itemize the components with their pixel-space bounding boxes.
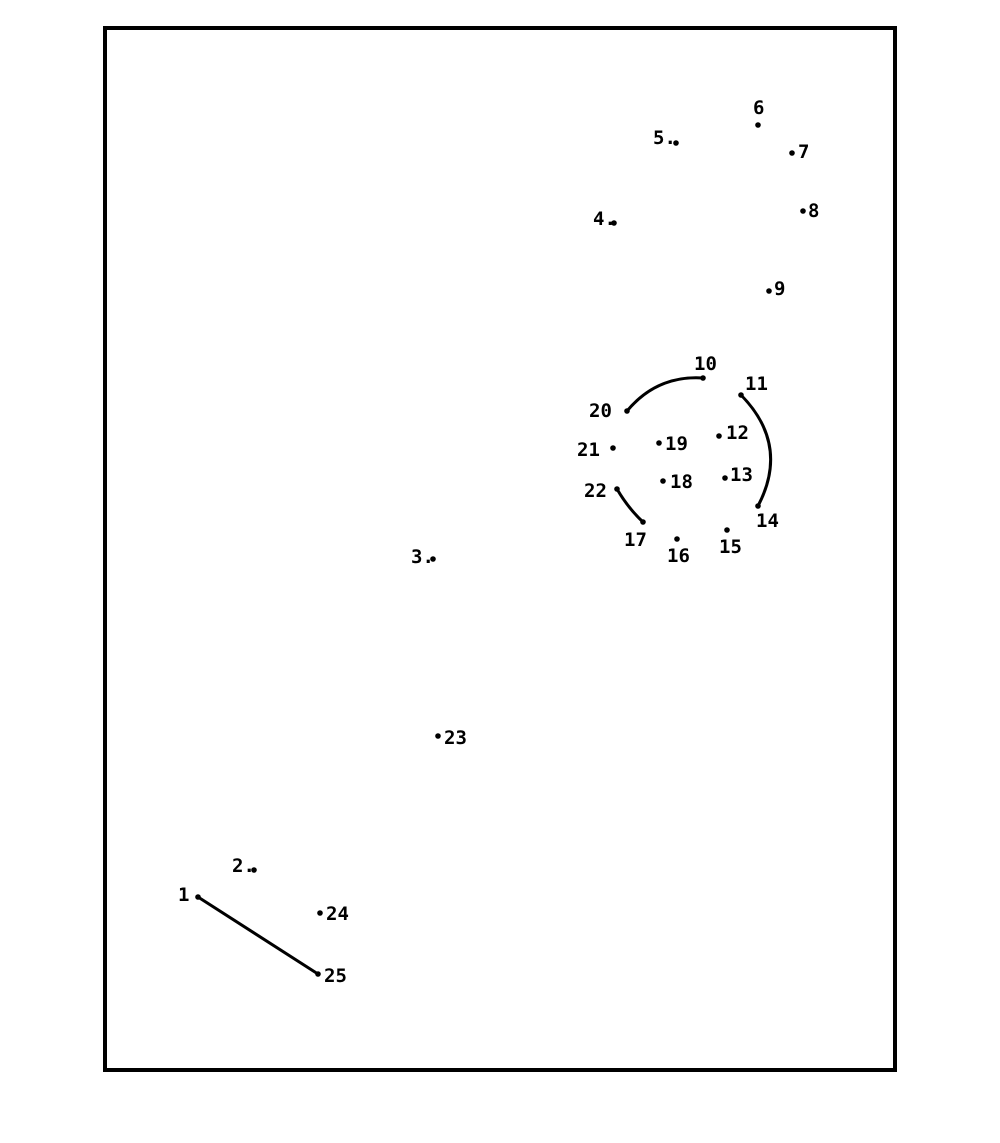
dot-label: 16: [667, 545, 690, 567]
dot-6[interactable]: 6: [753, 97, 764, 128]
dot-point[interactable]: [624, 408, 630, 414]
dot-label: 22: [584, 480, 607, 502]
dot-15[interactable]: 15: [719, 527, 742, 558]
dot-label: 11: [745, 373, 768, 395]
dot-point[interactable]: [673, 140, 679, 146]
dot-point[interactable]: [789, 150, 795, 156]
dot-19[interactable]: 19: [656, 433, 688, 455]
dot-3[interactable]: 3.: [411, 546, 436, 568]
dot-label: 2.: [232, 855, 255, 877]
dot-label: 20: [589, 400, 612, 422]
dot-label: 18: [670, 471, 693, 493]
dot-point[interactable]: [716, 433, 722, 439]
dot-point[interactable]: [315, 971, 321, 977]
dot-label: 23: [444, 727, 467, 749]
dot-point[interactable]: [700, 375, 706, 381]
dot-point[interactable]: [755, 122, 761, 128]
dot-point[interactable]: [656, 440, 662, 446]
dot-16[interactable]: 16: [667, 536, 690, 567]
dot-9[interactable]: 9: [766, 278, 785, 300]
dot-13[interactable]: 13: [722, 464, 753, 486]
dot-23[interactable]: 23: [435, 727, 467, 749]
dot-14[interactable]: 14: [755, 503, 779, 532]
dot-5[interactable]: 5.: [653, 127, 679, 149]
dot-point[interactable]: [738, 392, 744, 398]
dot-label: 14: [756, 510, 779, 532]
dot-label: 1: [178, 884, 189, 906]
dot-label: 4.: [593, 208, 616, 230]
dot-8[interactable]: 8: [800, 200, 819, 222]
dots-layer: 1 2. 3. 4. 5. 6 7 8 9 10 11 12 13 14 15 16 17 18 19 20 21 22 2…: [178, 97, 819, 987]
dot-label: 19: [665, 433, 688, 455]
dot-label: 9: [774, 278, 785, 300]
segment-20-10: [625, 376, 705, 413]
drawn-lines: [196, 376, 773, 976]
dot-17[interactable]: 17: [624, 519, 647, 551]
dot-point[interactable]: [800, 208, 806, 214]
segment-11-14: [739, 393, 773, 508]
dot-1[interactable]: 1: [178, 884, 201, 906]
dot-label: 24: [326, 903, 349, 925]
dot-label: 21: [577, 439, 600, 461]
dot-point[interactable]: [317, 910, 323, 916]
dot-label: 5.: [653, 127, 676, 149]
dot-11[interactable]: 11: [738, 373, 768, 398]
dot-4[interactable]: 4.: [593, 208, 617, 230]
dot-point[interactable]: [640, 519, 646, 525]
dot-point[interactable]: [614, 486, 620, 492]
puzzle-frame: [103, 26, 897, 1072]
dot-point[interactable]: [766, 288, 772, 294]
dot-label: 15: [719, 536, 742, 558]
dot-point[interactable]: [195, 894, 201, 900]
dot-point[interactable]: [611, 220, 617, 226]
dot-label: 6: [753, 97, 764, 119]
dot-12[interactable]: 12: [716, 422, 749, 444]
dot-point[interactable]: [722, 475, 728, 481]
dot-label: 12: [726, 422, 749, 444]
segment-1-25: [196, 895, 320, 976]
dot-label: 3.: [411, 546, 434, 568]
dot-point[interactable]: [724, 527, 730, 533]
dot-point[interactable]: [430, 556, 436, 562]
dot-label: 8: [808, 200, 819, 222]
dot-label: 13: [730, 464, 753, 486]
dot-24[interactable]: 24: [317, 903, 349, 925]
dot-21[interactable]: 21: [577, 439, 616, 461]
dot-point[interactable]: [674, 536, 680, 542]
dot-point[interactable]: [251, 867, 257, 873]
dot-label: 25: [324, 965, 347, 987]
segment-22-17: [615, 487, 645, 524]
dot-25[interactable]: 25: [315, 965, 347, 987]
dot-point[interactable]: [660, 478, 666, 484]
dot-10[interactable]: 10: [694, 353, 717, 381]
dot-7[interactable]: 7: [789, 141, 809, 163]
dot-22[interactable]: 22: [584, 480, 620, 502]
dot-18[interactable]: 18: [660, 471, 693, 493]
dot-2[interactable]: 2.: [232, 855, 257, 877]
dot-label: 17: [624, 529, 647, 551]
dot-point[interactable]: [610, 445, 616, 451]
dot-20[interactable]: 20: [589, 400, 630, 422]
dot-point[interactable]: [435, 733, 441, 739]
dot-label: 10: [694, 353, 717, 375]
dot-label: 7: [798, 141, 809, 163]
dot-point[interactable]: [755, 503, 761, 509]
